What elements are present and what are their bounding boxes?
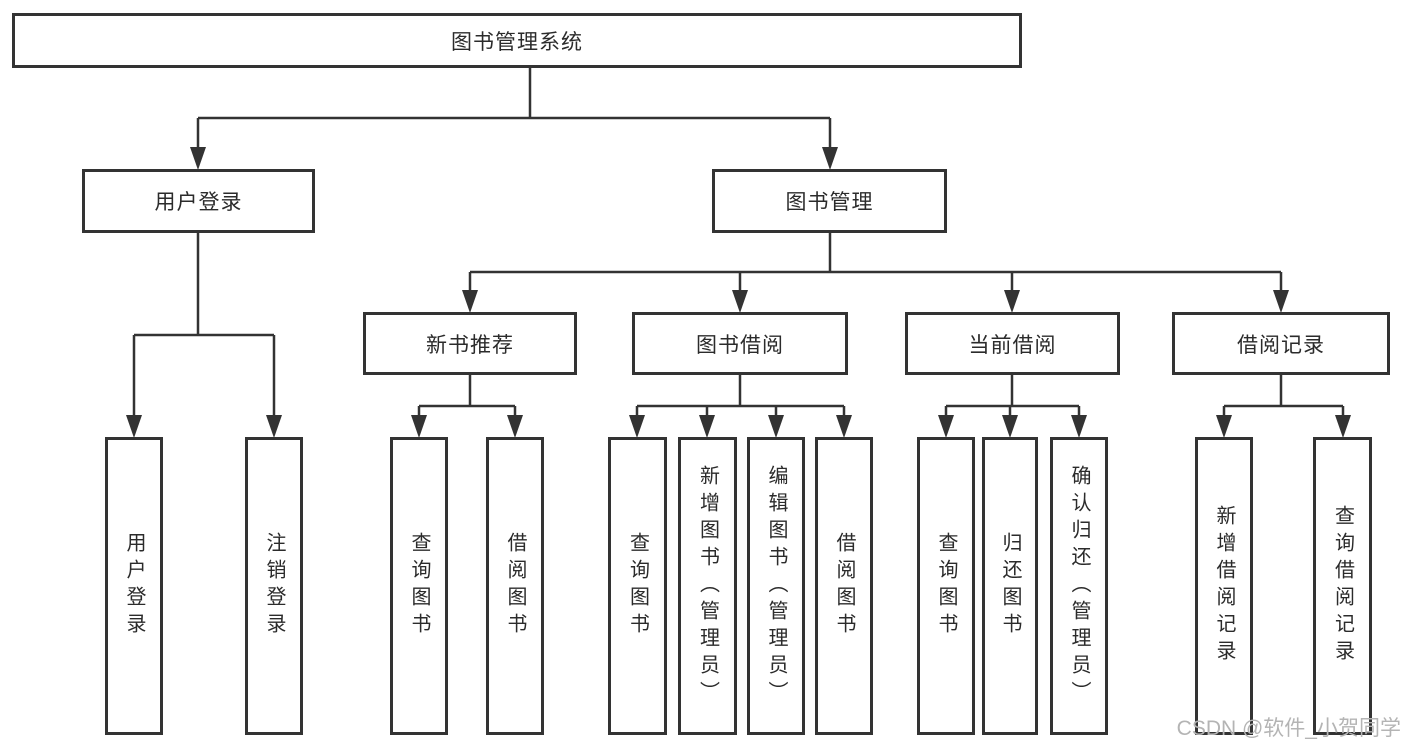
node-bb-query-book: 查询图书	[608, 437, 667, 735]
connector-borrowrecord-to-children	[1222, 375, 1345, 418]
node-br-add-record-label: 新增借阅记录	[1213, 505, 1235, 667]
node-bb-edit-book-admin: 编辑图书（管理员）	[747, 437, 805, 735]
node-root-system: 图书管理系统	[12, 13, 1022, 68]
node-borrow-record: 借阅记录	[1172, 312, 1390, 375]
node-br-query-record-label: 查询借阅记录	[1331, 505, 1354, 667]
arrowheads	[126, 147, 1351, 438]
node-book-management-label: 图书管理	[785, 191, 874, 214]
node-user-login-module: 用户登录	[82, 169, 315, 233]
node-br-add-record: 新增借阅记录	[1195, 437, 1253, 735]
node-bb-borrow-book-label: 借阅图书	[833, 532, 855, 640]
node-cb-query-book-label: 查询图书	[935, 532, 957, 640]
node-logout-action-label: 注销登录	[263, 532, 285, 640]
node-bb-add-book-admin-label: 新增图书（管理员）	[696, 464, 719, 708]
node-borrow-record-label: 借阅记录	[1237, 333, 1325, 357]
node-cb-query-book: 查询图书	[917, 437, 975, 735]
node-new-book-recommend-label: 新书推荐	[426, 333, 514, 357]
connector-newbookrec-to-children	[417, 375, 517, 418]
node-book-management-module: 图书管理	[712, 169, 947, 233]
connector-currentborrow-to-children	[944, 375, 1081, 418]
node-bb-borrow-book: 借阅图书	[815, 437, 873, 735]
connector-userlogin-to-children	[132, 233, 276, 418]
node-current-borrow: 当前借阅	[905, 312, 1120, 375]
connector-root-to-level2	[196, 68, 832, 150]
node-bb-edit-book-admin-label: 编辑图书（管理员）	[765, 464, 787, 708]
node-book-borrow: 图书借阅	[632, 312, 848, 375]
node-nbr-borrow-book: 借阅图书	[486, 437, 544, 735]
node-bb-query-book-label: 查询图书	[626, 532, 649, 640]
node-user-login-label: 用户登录	[154, 191, 243, 214]
node-logout-action: 注销登录	[245, 437, 303, 735]
node-cb-return-book-label: 归还图书	[999, 532, 1021, 640]
node-root-label: 图书管理系统	[451, 30, 583, 54]
node-bb-add-book-admin: 新增图书（管理员）	[678, 437, 737, 735]
node-nbr-borrow-book-label: 借阅图书	[504, 532, 526, 640]
node-cb-confirm-return-admin-label: 确认归还（管理员）	[1068, 464, 1090, 708]
node-br-query-record: 查询借阅记录	[1313, 437, 1372, 735]
node-cb-return-book: 归还图书	[982, 437, 1038, 735]
node-nbr-query-book-label: 查询图书	[408, 532, 430, 640]
node-nbr-query-book: 查询图书	[390, 437, 448, 735]
node-book-borrow-label: 图书借阅	[696, 333, 784, 357]
node-new-book-recommend: 新书推荐	[363, 312, 577, 375]
csdn-watermark: CSDN @软件_小贺同学	[1176, 717, 1401, 740]
node-cb-confirm-return-admin: 确认归还（管理员）	[1050, 437, 1108, 735]
node-user-login-action: 用户登录	[105, 437, 163, 735]
connector-bookborrow-to-children	[635, 375, 846, 418]
node-user-login-action-label: 用户登录	[123, 532, 145, 640]
connector-bookmgmt-to-level3	[468, 233, 1283, 293]
node-current-borrow-label: 当前借阅	[968, 333, 1057, 357]
